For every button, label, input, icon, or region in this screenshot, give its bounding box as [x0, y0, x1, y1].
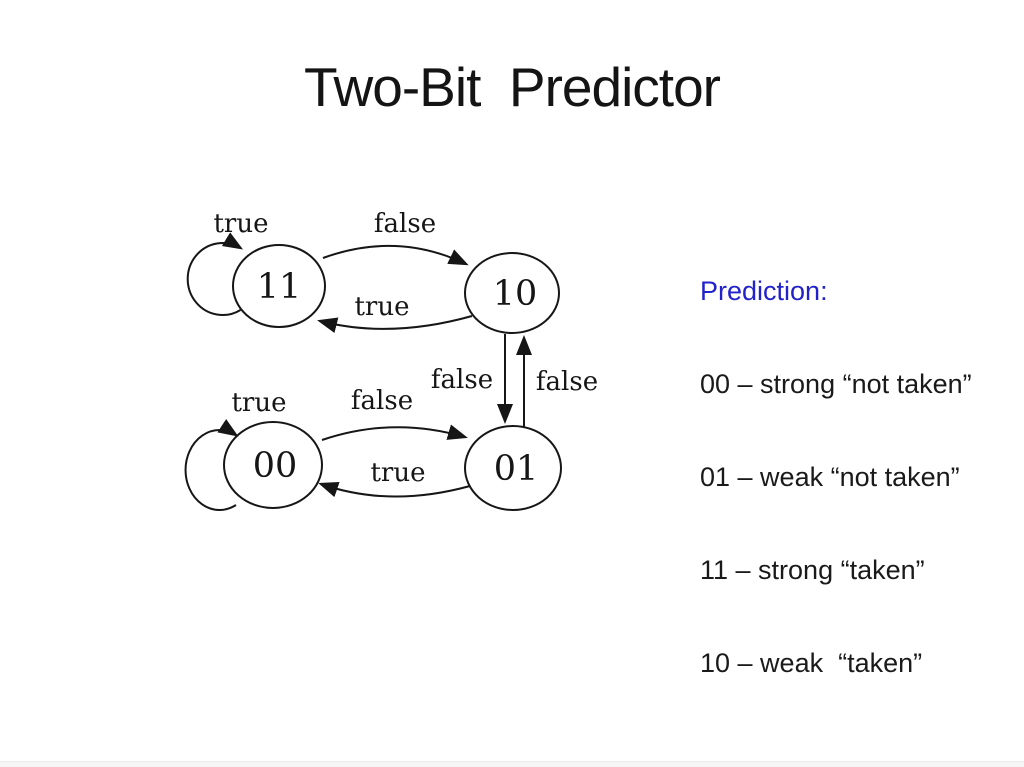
state-circle-10 — [464, 252, 560, 334]
prediction-legend: Prediction: 00 – strong “not taken” 01 –… — [700, 214, 972, 741]
transition-arrow-10-to-11-true — [317, 315, 473, 333]
legend-line-10: 10 – weak “taken” — [700, 648, 923, 678]
legend-line-01: 01 – weak “not taken” — [700, 462, 960, 492]
edge-label-00-to-01-false: false — [351, 386, 413, 416]
slide-title: Two-Bit Predictor — [303, 56, 721, 118]
edge-label-loop00-true: true — [231, 388, 286, 418]
state-label-11: 11 — [257, 267, 302, 307]
state-circle-00 — [223, 421, 323, 509]
edge-label-10-to-01-false: false — [431, 365, 493, 395]
self-loop-arrow-11-true — [186, 232, 244, 316]
bottom-edge-strip — [0, 761, 1024, 767]
state-label-01: 01 — [494, 449, 539, 489]
self-loop-arrow-00-true — [184, 419, 239, 511]
transition-arrow-11-to-10-false — [322, 244, 469, 266]
transition-arrow-01-to-00-true — [318, 482, 471, 498]
legend-line-11: 11 – strong “taken” — [700, 555, 925, 585]
edge-label-01-to-00-true: true — [370, 458, 425, 488]
state-circle-11 — [232, 244, 326, 328]
edge-label-10-to-11-true: true — [354, 292, 409, 322]
two-bit-predictor-state-diagram: true false true false false true false t… — [175, 195, 607, 525]
prediction-legend-heading: Prediction: — [700, 276, 828, 306]
state-diagram-svg: true false true false false true false t… — [184, 209, 598, 511]
legend-line-00: 00 – strong “not taken” — [700, 369, 972, 399]
state-label-10: 10 — [493, 274, 538, 314]
state-label-00: 00 — [253, 446, 298, 486]
transition-arrow-00-to-01-false — [321, 424, 468, 441]
edge-label-01-to-10-false: false — [536, 367, 598, 397]
edge-label-loop11-true: true — [213, 209, 268, 239]
edge-label-11-to-10-false: false — [374, 209, 436, 239]
state-circle-01 — [464, 425, 562, 511]
